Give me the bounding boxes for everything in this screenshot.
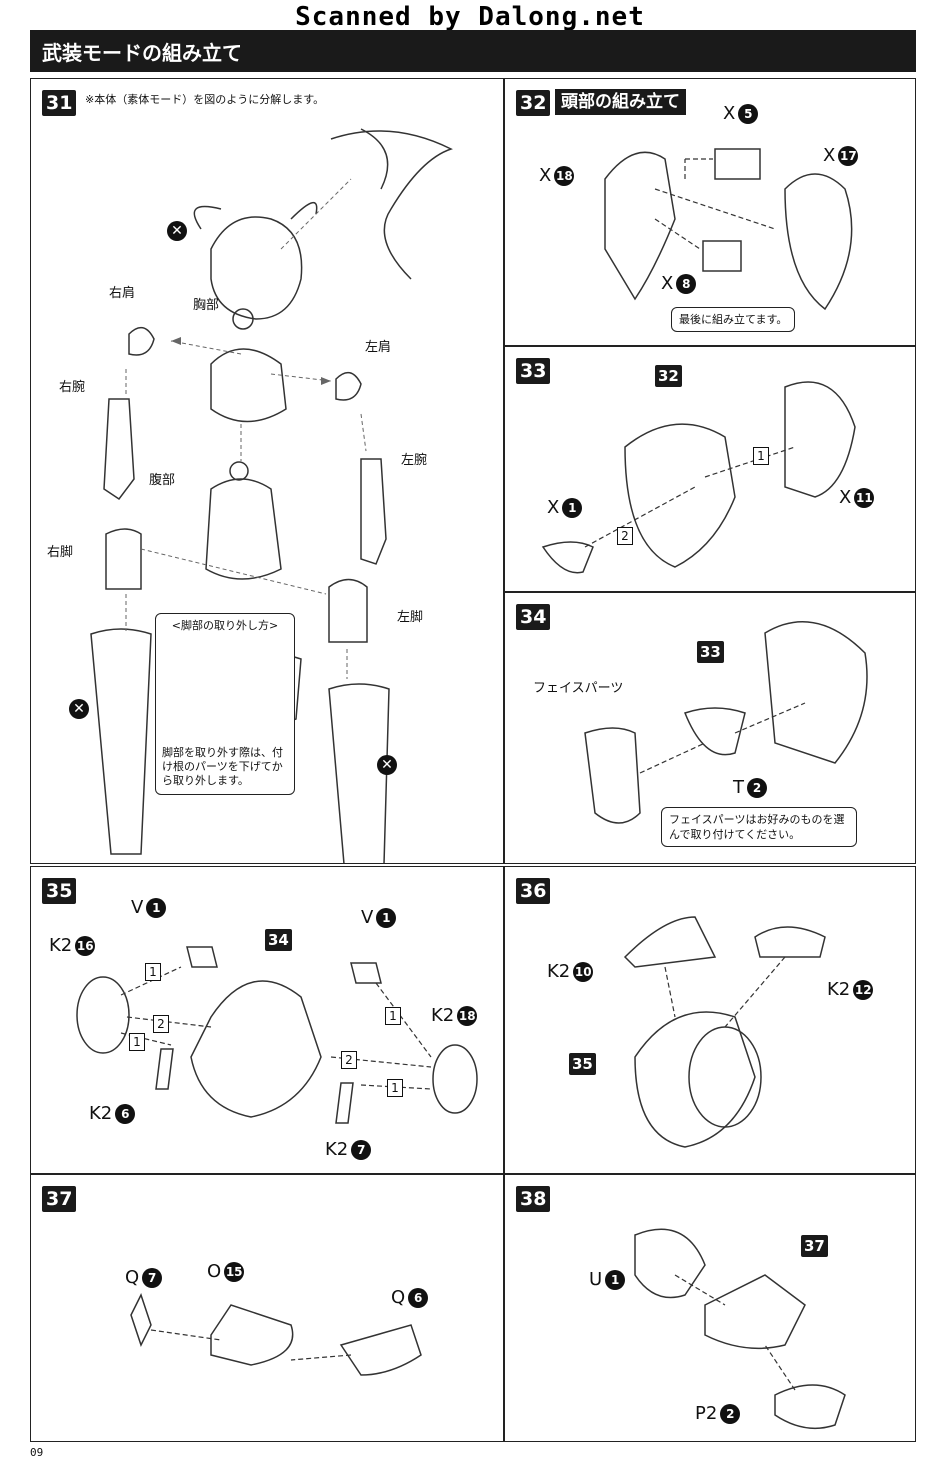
step-38-illustration: [634, 1228, 846, 1430]
step-35-illustration: [76, 946, 478, 1124]
step-number: 31: [42, 90, 77, 116]
page-number: 09: [30, 1446, 44, 1459]
label-right-leg: 右脚: [47, 545, 74, 560]
chest-drawing: [210, 348, 287, 423]
label-chest: 胸部: [193, 298, 220, 313]
step-number: 35: [42, 878, 77, 904]
abdomen-drawing: [205, 478, 282, 580]
leg-removal-box: <脚部の取り外し方> 脚部を取り外す際は、付け根のパーツを下げてから取り外します…: [155, 613, 295, 795]
order-tag: 2: [617, 527, 633, 545]
reference-step: 35: [569, 1053, 596, 1075]
order-tag: 1: [385, 1007, 401, 1025]
order-tag: 1: [387, 1079, 403, 1097]
face-choice-note: フェイスパーツはお好みのものを選んで取り付けてください。: [661, 807, 857, 847]
step-34-illustration: [584, 621, 868, 824]
order-tag: 2: [341, 1051, 357, 1069]
label-left-arm: 左腕: [401, 453, 428, 468]
step-number: 34: [516, 604, 551, 630]
step-31-panel: 31 ※本体（素体モード）を図のように分解します。: [30, 78, 504, 864]
scan-watermark: Scanned by Dalong.net: [295, 2, 645, 32]
x-circle-icon: ✕: [167, 221, 187, 241]
x-circle-icon: ✕: [377, 755, 397, 775]
order-tag: 2: [153, 1015, 169, 1033]
leg-removal-title: <脚部の取り外し方>: [171, 619, 279, 632]
section-header: 武装モードの組み立て: [30, 30, 916, 72]
face-part-drawing: [584, 727, 641, 824]
step-31-illustration: [90, 128, 453, 863]
section-title: 武装モードの組み立て: [42, 41, 242, 65]
order-tag: 1: [145, 963, 161, 981]
label-left-leg: 左脚: [397, 610, 424, 625]
step-title: 頭部の組み立て: [555, 89, 686, 115]
face-part-label: フェイスパーツ: [533, 681, 624, 696]
reference-step: 37: [801, 1235, 828, 1257]
reference-step: 33: [697, 641, 724, 663]
reference-step: 32: [655, 365, 682, 387]
step-note: ※本体（素体モード）を図のように分解します。: [85, 93, 325, 106]
step-number: 33: [516, 358, 551, 384]
order-tag: 1: [753, 447, 769, 465]
step-number: 37: [42, 1186, 77, 1212]
head-drawing: [210, 216, 303, 320]
step-36-illustration: [623, 916, 826, 1148]
step-33-illustration: [541, 381, 856, 574]
leg-removal-note: 脚部を取り外す際は、付け根のパーツを下げてから取り外します。: [162, 746, 283, 787]
label-left-shoulder: 左肩: [365, 340, 392, 355]
step-37-illustration: [130, 1293, 422, 1376]
order-tag: 1: [129, 1033, 145, 1051]
assembly-note: 最後に組み立てます。: [671, 307, 796, 332]
step-number: 32: [516, 90, 551, 116]
reference-step: 34: [265, 929, 292, 951]
step-number: 36: [516, 878, 551, 904]
step-number: 38: [516, 1186, 551, 1212]
x-circle-icon: ✕: [69, 699, 89, 719]
step-32-illustration: [604, 148, 853, 311]
label-right-arm: 右腕: [59, 380, 86, 395]
label-abdomen: 腹部: [149, 473, 176, 488]
label-right-shoulder: 右肩: [109, 286, 136, 301]
